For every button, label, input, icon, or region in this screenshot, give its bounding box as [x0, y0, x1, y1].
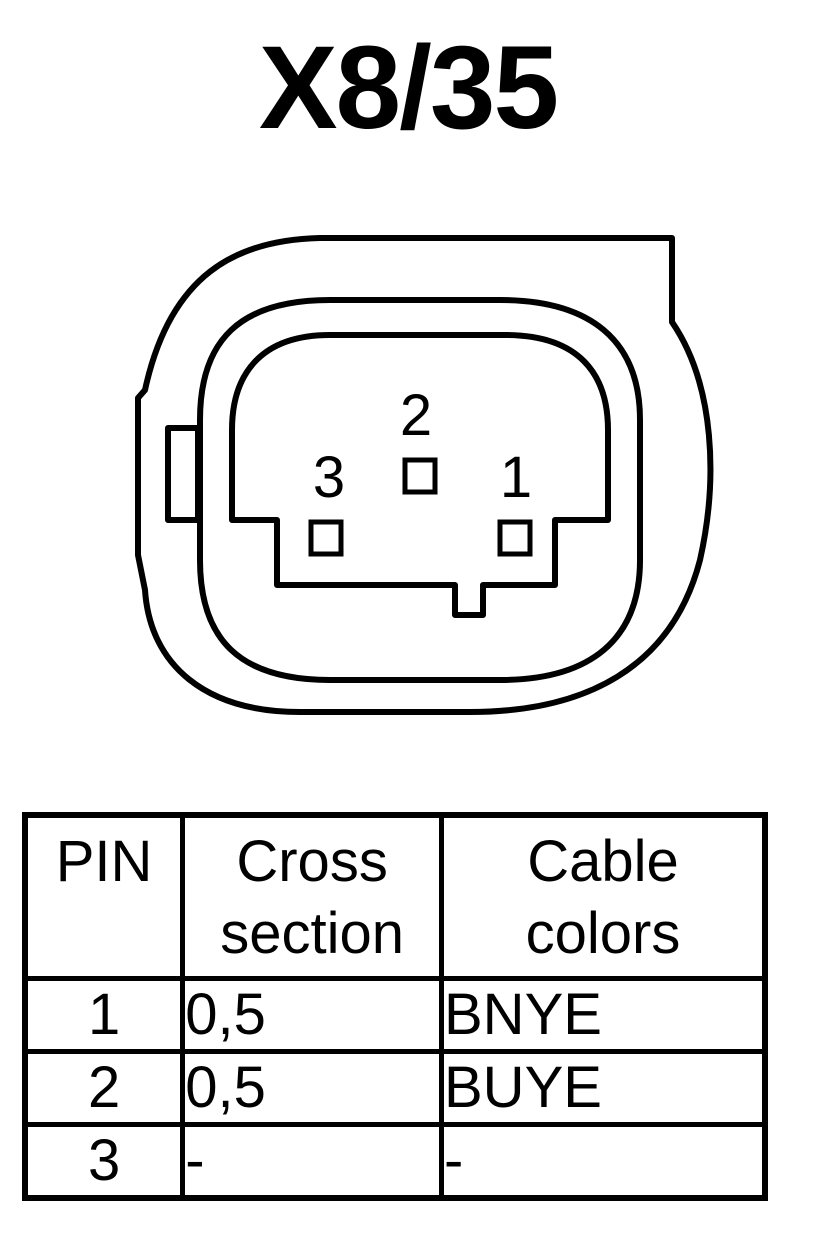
pin-1-label: 1	[500, 445, 532, 510]
row-cross-section: 0,5	[180, 976, 444, 1054]
connector-title: X8/35	[258, 22, 559, 154]
table-header-row: PIN Cross section Cable colors	[22, 812, 768, 981]
table-row: 2 0,5 BUYE	[22, 1049, 768, 1127]
header-cross-section: Cross section	[180, 812, 444, 981]
header-pin: PIN	[22, 812, 186, 981]
header-cross-section-line1: Cross	[236, 829, 388, 894]
header-cross-section-line2: section	[220, 901, 404, 966]
pin-assignment-table: PIN Cross section Cable colors 1 0,5 BNY…	[22, 812, 768, 1201]
table-row: 3 - -	[22, 1122, 768, 1201]
header-cable-colors-line1: Cable	[527, 829, 679, 894]
connector-seal-ring	[197, 297, 643, 683]
row-cable-color: BNYE	[439, 976, 768, 1054]
row-cross-section: 0,5	[180, 1049, 444, 1127]
connector-drawing: 1 2 3	[135, 235, 714, 715]
row-cable-color: BUYE	[439, 1049, 768, 1127]
connector-housing-outline	[135, 235, 714, 715]
row-pin: 2	[22, 1049, 186, 1127]
header-cable-colors-line2: colors	[525, 901, 681, 966]
pin-2-label: 2	[400, 383, 432, 448]
row-pin: 1	[22, 976, 186, 1054]
row-pin: 3	[22, 1122, 186, 1201]
pin-3-label: 3	[313, 445, 345, 510]
row-cable-color: -	[439, 1122, 768, 1201]
header-pin-label: PIN	[55, 829, 153, 894]
connector-latch-tab	[165, 425, 201, 523]
table-row: 1 0,5 BNYE	[22, 976, 768, 1054]
pin-1-contact	[497, 519, 533, 557]
pin-3-contact	[308, 519, 344, 557]
row-cross-section: -	[180, 1122, 444, 1201]
header-cable-colors: Cable colors	[439, 812, 768, 981]
pin-2-contact	[402, 457, 438, 495]
connector-pin-cavity	[229, 332, 611, 618]
